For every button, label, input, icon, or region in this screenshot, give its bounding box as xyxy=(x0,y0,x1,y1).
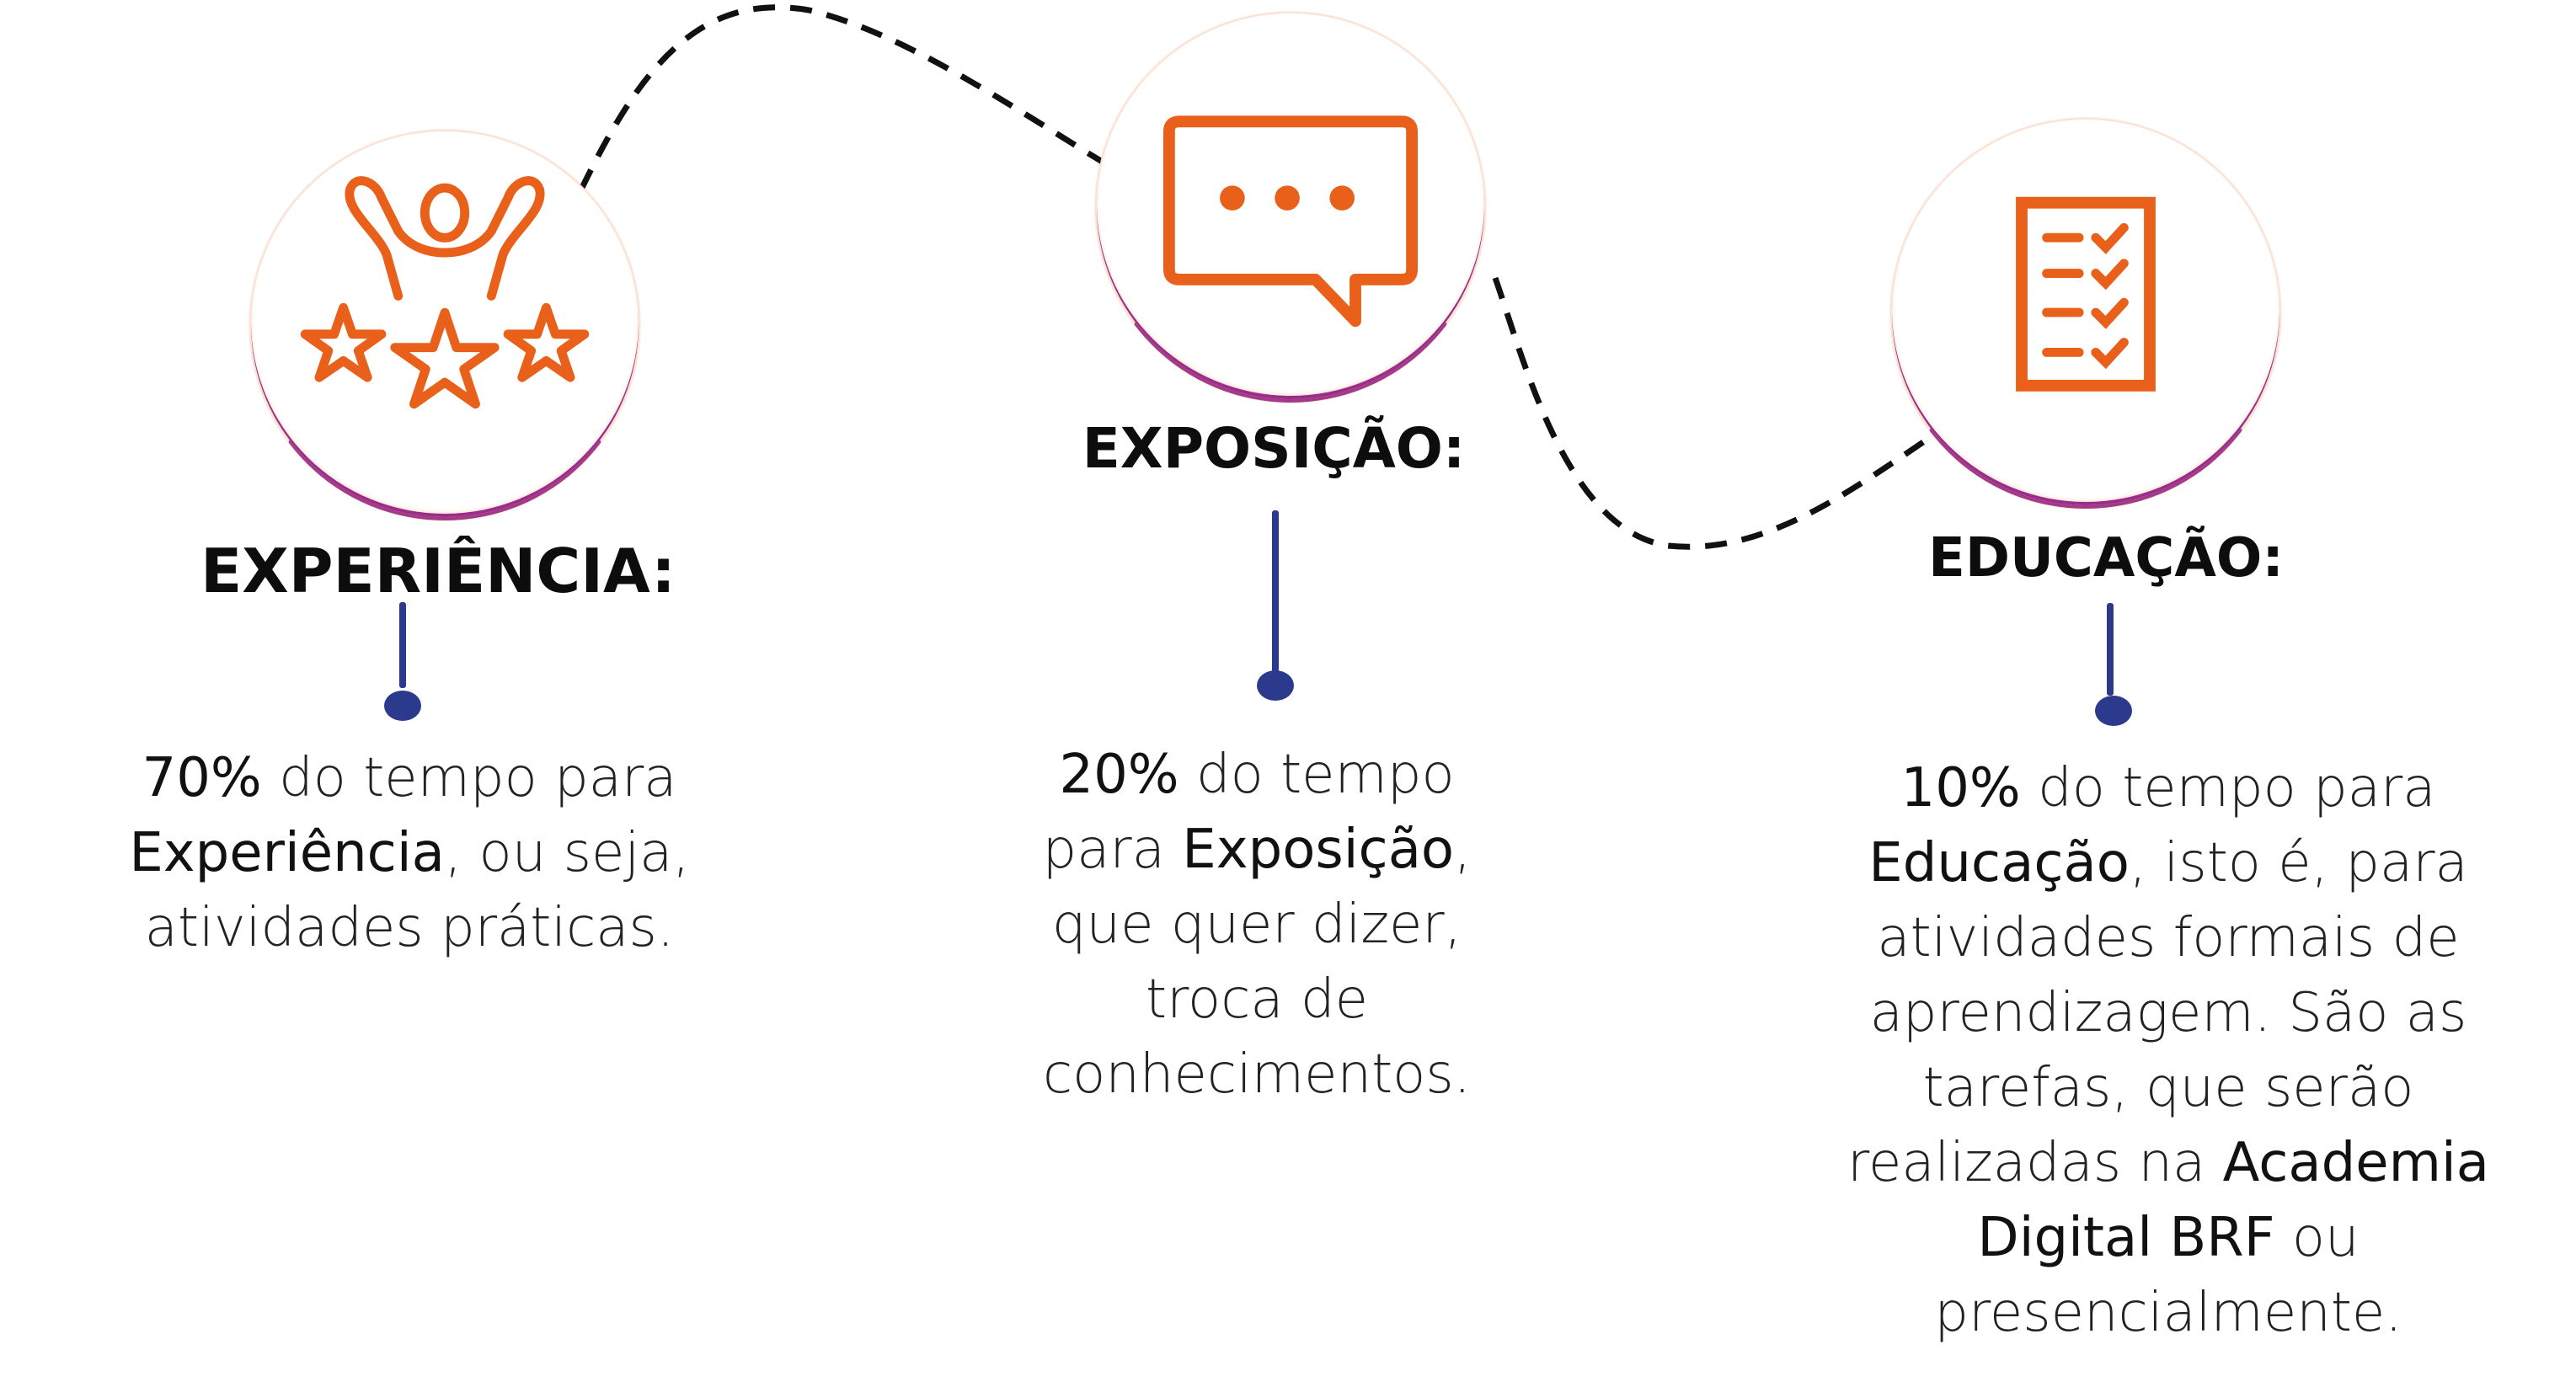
description-text: do tempo para xyxy=(261,747,677,809)
exposure-connector-stem xyxy=(1272,510,1279,679)
education-connector-stem xyxy=(2107,603,2114,696)
experience-icon-circle xyxy=(249,130,640,520)
description-line: aprendizagem. São as xyxy=(1847,976,2489,1051)
highlighted-term: Digital BRF xyxy=(1977,1207,2275,1269)
description-line: para Exposição, xyxy=(1043,813,1472,888)
description-line: realizadas na Academia xyxy=(1847,1126,2489,1201)
step-title-experience: EXPERIÊNCIA: xyxy=(200,536,676,606)
exposure-connector-dot xyxy=(1257,670,1294,701)
education-icon-circle xyxy=(1890,118,2281,509)
description-text: troca de xyxy=(1146,968,1368,1031)
highlighted-term: 10% xyxy=(1900,757,2021,819)
checklist-icon xyxy=(2016,196,2156,392)
highlighted-term: Academia xyxy=(2222,1132,2489,1194)
description-text: tarefas, que serão xyxy=(1922,1057,2414,1119)
dashed-path-segment-2 xyxy=(1492,276,1956,550)
celebrating-person-stars-icon xyxy=(300,176,590,409)
description-text: do tempo para xyxy=(2020,757,2436,819)
description-line: atividades práticas. xyxy=(129,891,689,966)
description-line: presencialmente. xyxy=(1847,1276,2489,1351)
education-connector-dot xyxy=(2095,696,2132,726)
highlighted-term: 70% xyxy=(142,747,262,809)
description-line: tarefas, que serão xyxy=(1847,1051,2489,1126)
step-title-education: EDUCAÇÃO: xyxy=(1928,527,2284,590)
description-line: Digital BRF ou xyxy=(1847,1201,2489,1276)
experience-connector-stem xyxy=(399,602,406,688)
description-line: 20% do tempo xyxy=(1043,738,1472,813)
chat-bubble-icon xyxy=(1162,115,1419,328)
description-text: aprendizagem. São as xyxy=(1869,982,2467,1044)
description-line: Experiência, ou seja, xyxy=(129,816,689,891)
description-text: , isto é, para xyxy=(2129,832,2468,894)
description-text: presencialmente. xyxy=(1934,1282,2402,1344)
step-title-exposure: EXPOSIÇÃO: xyxy=(1082,416,1466,481)
description-text: atividades práticas. xyxy=(144,897,675,959)
description-text: , xyxy=(1454,819,1472,881)
description-line: atividades formais de xyxy=(1847,901,2489,976)
description-line: 70% do tempo para xyxy=(129,741,689,816)
description-text: , ou seja, xyxy=(444,822,690,884)
description-text: atividades formais de xyxy=(1877,907,2460,969)
description-text: que quer dizer, xyxy=(1051,894,1462,956)
description-text: para xyxy=(1042,819,1183,881)
description-text: ou xyxy=(2274,1207,2360,1269)
dashed-path-segment-1 xyxy=(578,4,1122,191)
highlighted-term: 20% xyxy=(1059,744,1179,806)
description-text: conhecimentos. xyxy=(1042,1043,1472,1106)
experience-connector-dot xyxy=(384,691,421,721)
description-text: realizadas na xyxy=(1847,1132,2223,1194)
description-line: conhecimentos. xyxy=(1043,1038,1472,1113)
description-line: que quer dizer, xyxy=(1043,888,1472,963)
highlighted-term: Educação xyxy=(1868,832,2130,894)
highlighted-term: Experiência xyxy=(129,822,445,884)
description-line: troca de xyxy=(1043,963,1472,1038)
description-text: do tempo xyxy=(1178,744,1455,806)
description-line: 10% do tempo para xyxy=(1847,751,2489,826)
exposure-icon-circle xyxy=(1095,12,1486,403)
highlighted-term: Exposição xyxy=(1182,819,1455,881)
description-line: Educação, isto é, para xyxy=(1847,826,2489,901)
